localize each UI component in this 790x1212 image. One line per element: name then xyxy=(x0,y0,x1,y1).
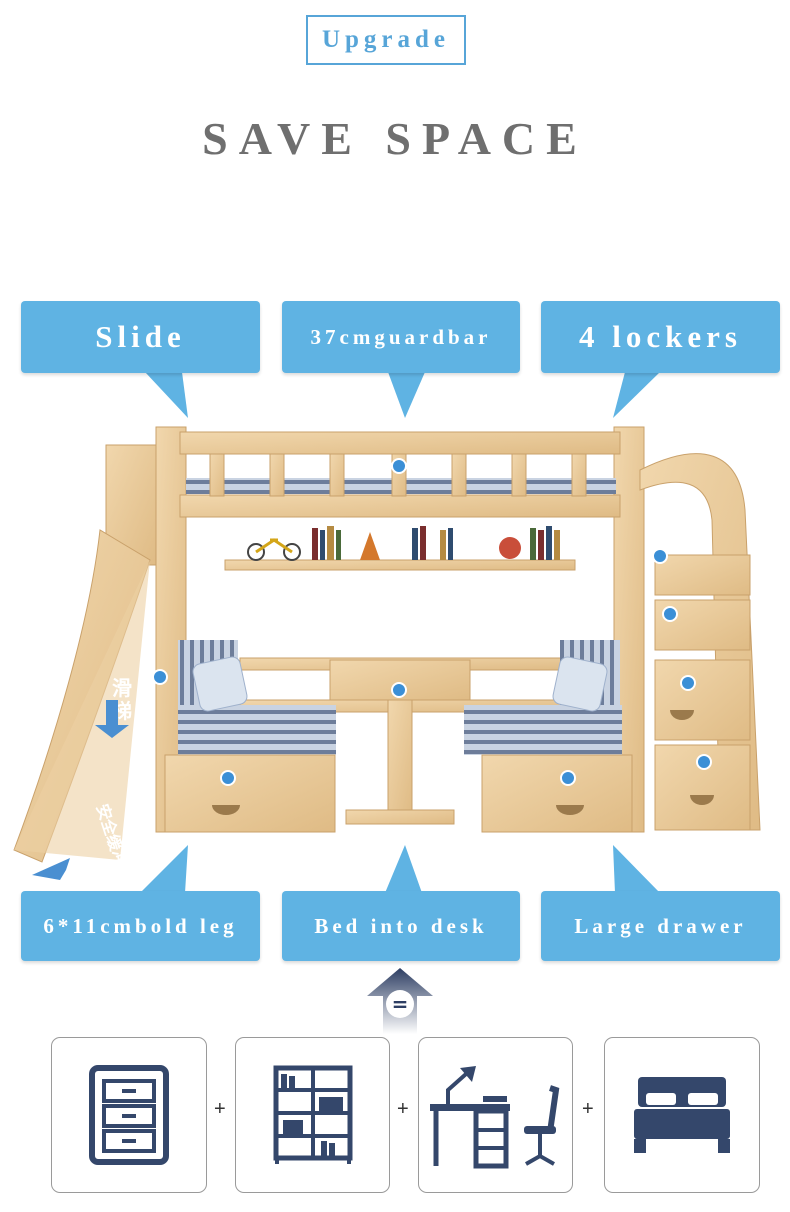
desk-chair-card xyxy=(418,1037,573,1193)
equals-arrow-icon: = xyxy=(367,968,433,1034)
plus-sign: + xyxy=(582,1098,594,1120)
equals-sign: = xyxy=(392,992,409,1016)
upgrade-badge: Upgrade xyxy=(306,15,466,65)
slide-arrow-icon xyxy=(95,700,129,738)
callout-drawer: Large drawer xyxy=(541,891,780,961)
bookshelf-icon xyxy=(273,1065,352,1164)
callout-lockers: 4 lockers xyxy=(541,301,780,373)
bed-frame xyxy=(155,426,761,833)
callout-slide: Slide xyxy=(21,301,260,373)
bookshelf-card xyxy=(235,1037,390,1193)
callout-guardbar: 37cmguardbar xyxy=(282,301,520,373)
buffer-arrow-icon xyxy=(32,858,70,880)
plus-sign: + xyxy=(214,1098,226,1120)
desk-chair-icon xyxy=(429,1066,559,1169)
slide xyxy=(13,444,157,863)
bed-icon xyxy=(634,1077,730,1153)
drawer-cabinet-card xyxy=(51,1037,207,1193)
bed-card xyxy=(604,1037,760,1193)
drawer-cabinet-icon xyxy=(89,1065,169,1165)
callout-leg: 6*11cmbold leg xyxy=(21,891,260,961)
plus-sign: + xyxy=(397,1098,409,1120)
callout-desk: Bed into desk xyxy=(282,891,520,961)
page-title: SAVE SPACE xyxy=(202,113,588,164)
hotspots xyxy=(152,458,712,786)
slide-label-1: 滑 xyxy=(112,676,132,700)
